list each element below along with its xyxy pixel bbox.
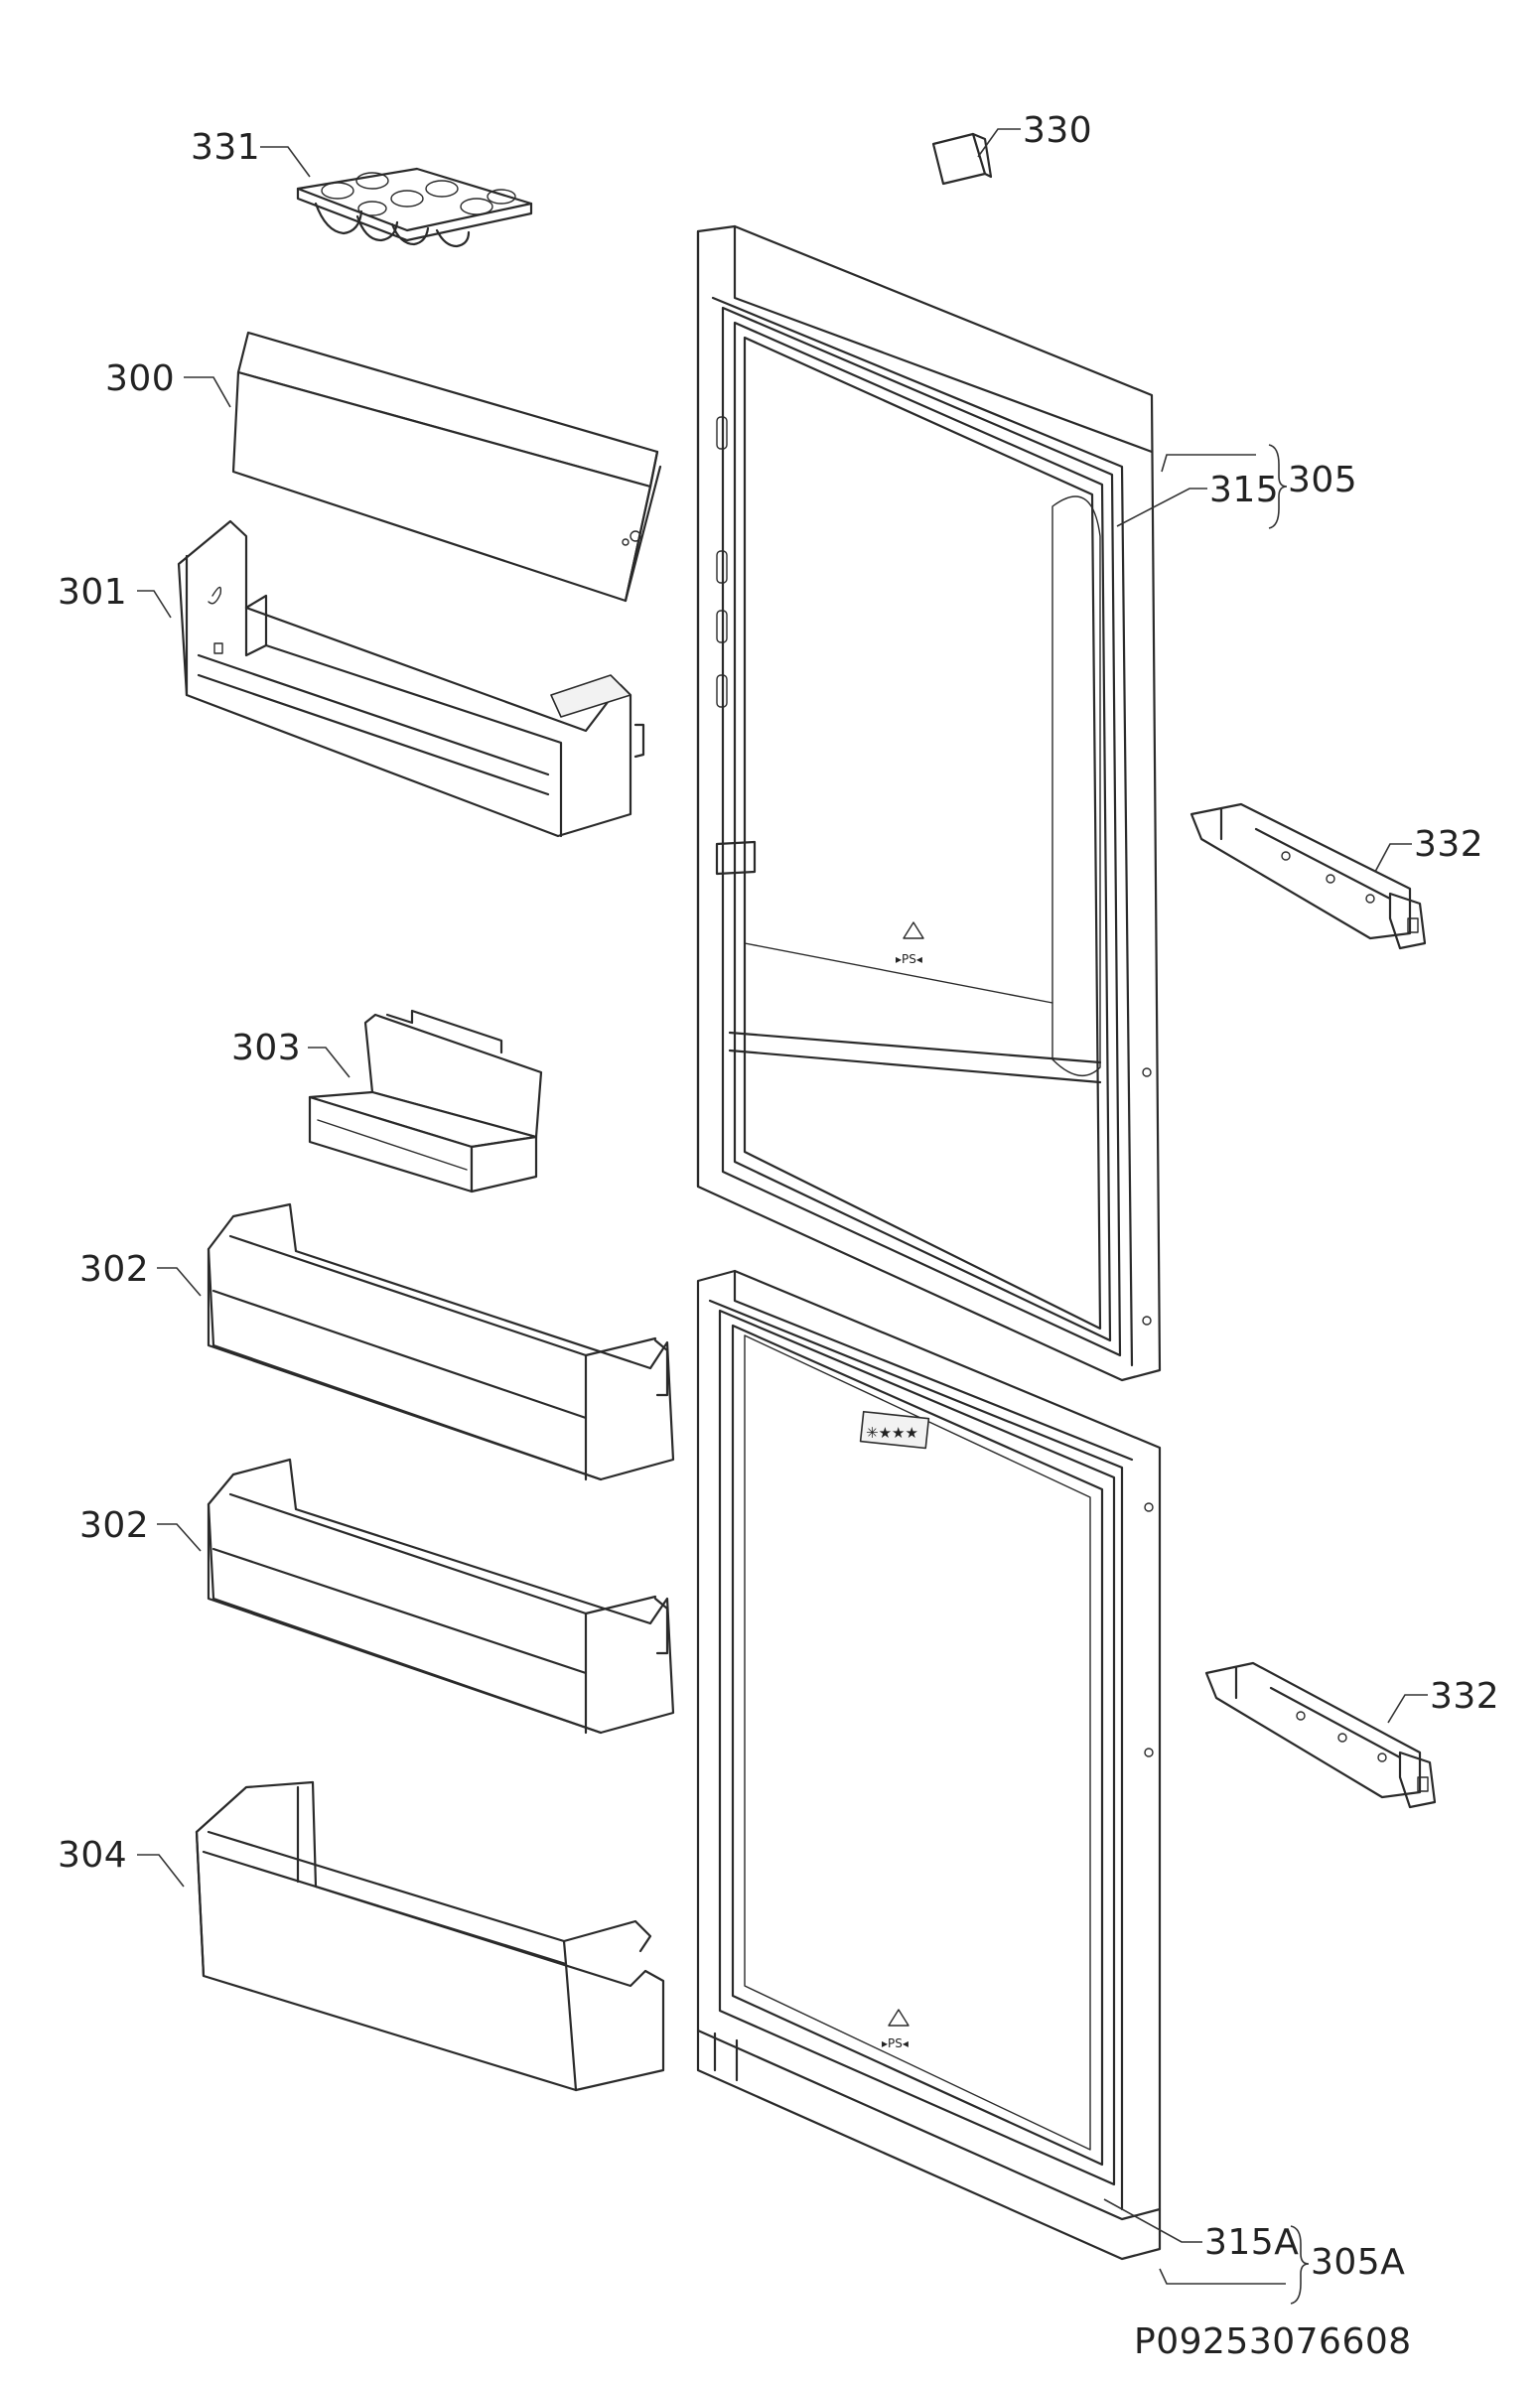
part-305-upper-door: ▸PS◂ bbox=[696, 224, 1162, 1382]
label-304: 304 bbox=[58, 1835, 185, 1888]
label-305A: 305A bbox=[1159, 2225, 1405, 2305]
part-302-door-shelf-upper bbox=[207, 1202, 675, 1481]
part-305A-lower-door: ✳★★★ ▸PS◂ bbox=[696, 1269, 1162, 2261]
svg-text:300: 300 bbox=[105, 358, 175, 399]
label-302-lower: 302 bbox=[79, 1505, 202, 1552]
svg-text:304: 304 bbox=[58, 1835, 127, 1876]
part-304-bottle-shelf bbox=[195, 1780, 665, 2092]
svg-text:331: 331 bbox=[191, 127, 260, 168]
part-331-egg-tray bbox=[296, 167, 533, 248]
label-315A: 315A bbox=[1103, 2198, 1299, 2263]
part-332-hinge-lower bbox=[1204, 1661, 1437, 1809]
svg-text:302: 302 bbox=[79, 1249, 149, 1290]
svg-text:303: 303 bbox=[231, 1028, 301, 1068]
svg-text:▸PS◂: ▸PS◂ bbox=[896, 952, 922, 966]
svg-text:330: 330 bbox=[1023, 110, 1092, 151]
svg-text:315A: 315A bbox=[1204, 2222, 1299, 2263]
label-332-lower: 332 bbox=[1387, 1676, 1499, 1724]
svg-text:305A: 305A bbox=[1311, 2242, 1405, 2283]
label-305: 305 bbox=[1161, 444, 1357, 529]
label-331: 331 bbox=[191, 127, 311, 178]
label-303: 303 bbox=[231, 1028, 350, 1078]
label-300: 300 bbox=[105, 358, 231, 408]
part-302-door-shelf-lower bbox=[207, 1458, 675, 1735]
svg-text:302: 302 bbox=[79, 1505, 149, 1546]
part-300-lid bbox=[231, 331, 662, 603]
svg-text:315: 315 bbox=[1209, 470, 1279, 510]
label-330: 330 bbox=[977, 110, 1092, 158]
label-332-upper: 332 bbox=[1374, 824, 1483, 873]
svg-text:332: 332 bbox=[1414, 824, 1483, 865]
part-301-dairy-shelf bbox=[177, 519, 645, 838]
drawing-number: P09253076608 bbox=[1134, 2321, 1412, 2362]
svg-text:✳★★★: ✳★★★ bbox=[866, 1424, 918, 1442]
part-332-hinge-upper bbox=[1190, 802, 1427, 950]
svg-text:▸PS◂: ▸PS◂ bbox=[882, 2036, 909, 2050]
svg-text:301: 301 bbox=[58, 572, 127, 613]
part-330-cover bbox=[931, 132, 993, 186]
label-302-upper: 302 bbox=[79, 1249, 202, 1297]
part-303-small-basket bbox=[308, 1009, 543, 1193]
svg-text:332: 332 bbox=[1430, 1676, 1499, 1717]
label-315: 315 bbox=[1116, 470, 1279, 527]
svg-text:305: 305 bbox=[1288, 460, 1357, 500]
label-301: 301 bbox=[58, 572, 172, 619]
